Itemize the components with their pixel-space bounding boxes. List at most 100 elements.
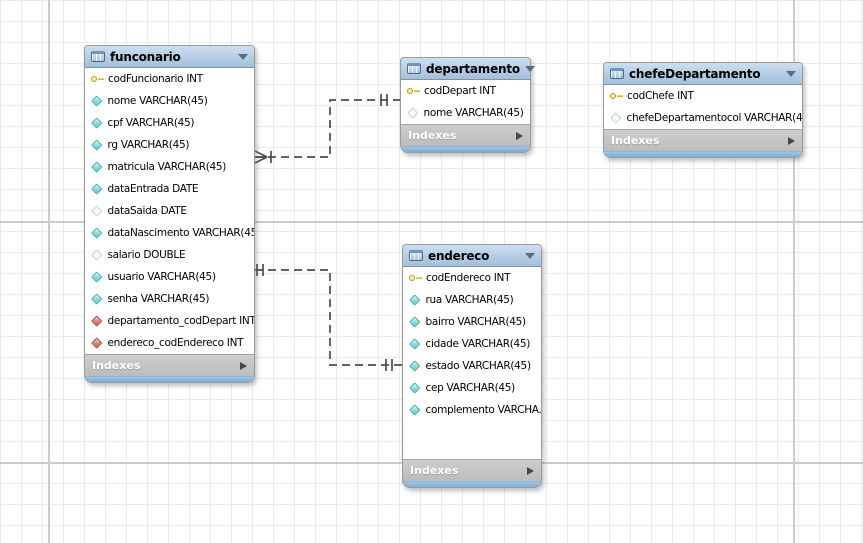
diamond-red-icon — [91, 337, 103, 349]
column-label: cpf VARCHAR(45) — [107, 117, 195, 129]
column-row[interactable]: cep VARCHAR(45) — [403, 377, 541, 399]
column-label: chefeDepartamentocol VARCHAR(45) — [626, 112, 803, 124]
column-label: cep VARCHAR(45) — [425, 382, 516, 394]
table-spacer — [403, 421, 541, 459]
collapse-caret-icon[interactable] — [524, 65, 535, 72]
column-row[interactable]: salario DOUBLE — [85, 244, 254, 266]
diamond-filled-icon — [409, 338, 421, 350]
expand-arrow-icon[interactable] — [527, 466, 534, 475]
diamond-filled-icon — [409, 316, 421, 328]
table-title: endereco — [428, 248, 490, 263]
diamond-filled-icon — [91, 139, 103, 151]
table-header[interactable]: chefeDepartamento — [604, 63, 802, 85]
table-icon — [407, 63, 421, 74]
table-endereco[interactable]: endereco codEndereco INT rua VARCHAR(45)… — [402, 244, 542, 488]
indexes-label: Indexes — [408, 129, 457, 142]
diamond-filled-icon — [91, 95, 103, 107]
table-departamento[interactable]: departamento codDepart INT nome VARCHAR(… — [400, 57, 535, 153]
expand-arrow-icon[interactable] — [516, 131, 523, 140]
column-label: estado VARCHAR(45) — [425, 360, 532, 372]
expand-arrow-icon[interactable] — [788, 136, 795, 145]
diamond-filled-icon — [91, 227, 103, 239]
diamond-filled-icon — [409, 294, 421, 306]
column-row[interactable]: dataSaida DATE — [85, 200, 254, 222]
indexes-label: Indexes — [410, 464, 459, 477]
column-row[interactable]: endereco_codEndereco INT — [85, 332, 254, 354]
column-label: nome VARCHAR(45) — [107, 95, 208, 107]
column-row[interactable]: bairro VARCHAR(45) — [403, 311, 541, 333]
column-row[interactable]: codChefe INT — [604, 85, 802, 107]
table-chefeDepartamento[interactable]: chefeDepartamento codChefe INT chefeDepa… — [603, 62, 803, 158]
indexes-bar[interactable]: Indexes — [401, 124, 530, 146]
diamond-filled-icon — [409, 404, 421, 416]
column-label: departamento_codDepart INT — [107, 315, 255, 327]
page-boundary-line — [48, 0, 50, 543]
diamond-filled-icon — [409, 382, 421, 394]
column-row[interactable]: estado VARCHAR(45) — [403, 355, 541, 377]
column-row[interactable]: codEndereco INT — [403, 267, 541, 289]
collapse-caret-icon[interactable] — [786, 70, 796, 77]
column-row[interactable]: cidade VARCHAR(45) — [403, 333, 541, 355]
column-row[interactable]: senha VARCHAR(45) — [85, 288, 254, 310]
column-list: codEndereco INT rua VARCHAR(45) bairro V… — [403, 267, 541, 421]
column-row[interactable]: nome VARCHAR(45) — [401, 102, 530, 124]
column-row[interactable]: cpf VARCHAR(45) — [85, 112, 254, 134]
table-funconario[interactable]: funconario codFuncionario INT nome VARCH… — [84, 45, 255, 383]
diamond-filled-icon — [409, 360, 421, 372]
column-row[interactable]: dataNascimento VARCHAR(45) — [85, 222, 254, 244]
column-row[interactable]: rua VARCHAR(45) — [403, 289, 541, 311]
diamond-filled-icon — [91, 117, 103, 129]
column-row[interactable]: complemento VARCHA... — [403, 399, 541, 421]
column-list: codDepart INT nome VARCHAR(45) — [401, 80, 530, 124]
column-row[interactable]: departamento_codDepart INT — [85, 310, 254, 332]
indexes-bar[interactable]: Indexes — [85, 354, 254, 376]
table-title: departamento — [426, 61, 520, 76]
table-icon — [91, 51, 105, 62]
column-label: salario DOUBLE — [107, 249, 186, 261]
key-icon — [407, 86, 421, 96]
table-header[interactable]: departamento — [401, 58, 535, 80]
diamond-red-icon — [91, 315, 103, 327]
relationship-funconario-departamento[interactable] — [255, 99, 400, 158]
column-label: dataNascimento VARCHAR(45) — [107, 227, 255, 239]
column-list: codFuncionario INT nome VARCHAR(45) cpf … — [85, 68, 254, 354]
table-header[interactable]: endereco — [403, 245, 541, 267]
column-row[interactable]: rg VARCHAR(45) — [85, 134, 254, 156]
diamond-filled-icon — [91, 161, 103, 173]
column-label: usuario VARCHAR(45) — [107, 271, 217, 283]
collapse-caret-icon[interactable] — [525, 252, 535, 259]
diamond-filled-icon — [91, 271, 103, 283]
column-row[interactable]: codDepart INT — [401, 80, 530, 102]
column-row[interactable]: chefeDepartamentocol VARCHAR(45) — [604, 107, 802, 129]
table-footer — [604, 151, 802, 157]
table-footer — [85, 376, 254, 382]
column-label: codChefe INT — [627, 90, 694, 102]
diamond-filled-icon — [91, 183, 103, 195]
column-label: senha VARCHAR(45) — [107, 293, 210, 305]
indexes-label: Indexes — [92, 359, 141, 372]
column-row[interactable]: nome VARCHAR(45) — [85, 90, 254, 112]
column-row[interactable]: matricula VARCHAR(45) — [85, 156, 254, 178]
indexes-bar[interactable]: Indexes — [403, 459, 541, 481]
relationship-funconario-endereco[interactable] — [255, 269, 402, 366]
column-list: codChefe INT chefeDepartamentocol VARCHA… — [604, 85, 802, 129]
column-label: endereco_codEndereco INT — [107, 337, 244, 349]
table-title: funconario — [110, 49, 181, 64]
column-row[interactable]: dataEntrada DATE — [85, 178, 254, 200]
expand-arrow-icon[interactable] — [240, 361, 247, 370]
diamond-outline-icon — [610, 112, 622, 124]
diamond-filled-icon — [91, 293, 103, 305]
column-label: matricula VARCHAR(45) — [107, 161, 227, 173]
collapse-caret-icon[interactable] — [238, 53, 248, 60]
indexes-bar[interactable]: Indexes — [604, 129, 802, 151]
key-icon — [91, 74, 105, 84]
column-row[interactable]: codFuncionario INT — [85, 68, 254, 90]
table-header[interactable]: funconario — [85, 46, 254, 68]
table-icon — [409, 250, 423, 261]
diamond-outline-icon — [91, 249, 103, 261]
key-icon — [610, 91, 624, 101]
column-label: codEndereco INT — [426, 272, 511, 284]
column-label: rg VARCHAR(45) — [107, 139, 190, 151]
column-row[interactable]: usuario VARCHAR(45) — [85, 266, 254, 288]
